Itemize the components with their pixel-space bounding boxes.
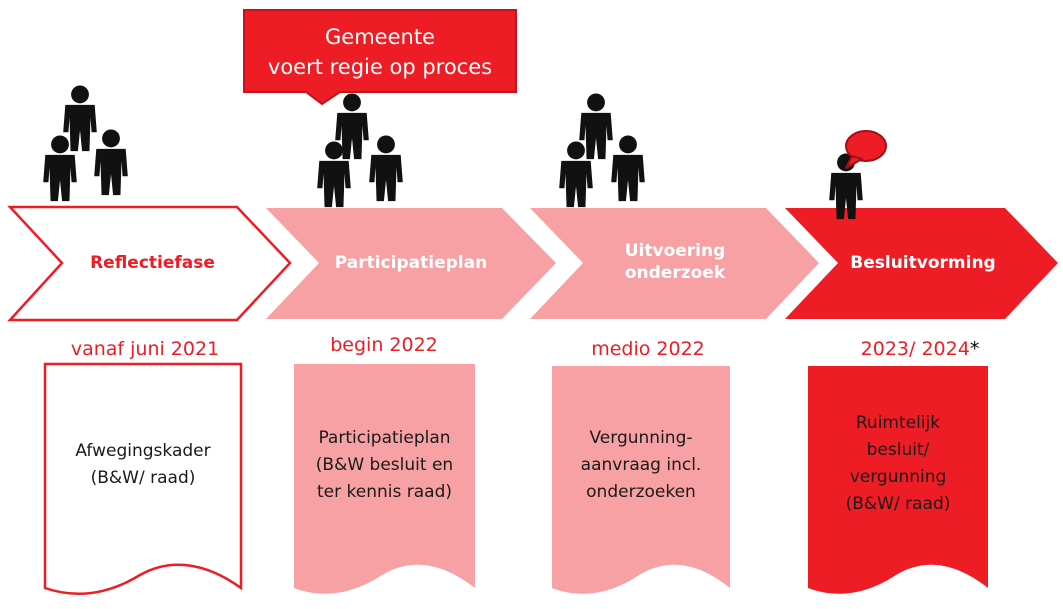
date-text: 2023/ 2024: [860, 338, 970, 360]
date-participatieplan: begin 2022: [294, 334, 474, 356]
document-text-participatieplan: Participatieplan (B&W besluit en ter ken…: [294, 425, 475, 506]
document-line: ter kennis raad): [317, 482, 452, 502]
people-group-reflectiefase: [43, 85, 128, 202]
document-line: Ruimtelijk: [855, 413, 941, 433]
person-icon: [611, 135, 645, 202]
callout-box: [243, 9, 517, 106]
people-group-uitvoering: [559, 93, 645, 208]
date-footnote-mark: *: [969, 338, 980, 360]
document-line: Vergunning-: [589, 428, 693, 448]
phase-label-uitvoering: Uitvoering onderzoek: [580, 240, 770, 284]
document-vergunningaanvraag: [552, 366, 730, 594]
document-line: (B&W/ raad): [845, 494, 951, 514]
document-text-vergunningaanvraag: Vergunning- aanvraag incl. onderzoeken: [552, 425, 730, 506]
document-afwegingskader: [43, 362, 243, 595]
callout-line-2: voert regie op proces: [267, 55, 493, 79]
person-icon: [369, 135, 403, 202]
phase-label-besluitvorming: Besluitvorming: [850, 253, 996, 273]
phase-label-participatieplan: Participatieplan: [334, 253, 488, 273]
document-line: (B&W/ raad): [90, 468, 196, 488]
document-line: onderzoeken: [586, 482, 696, 502]
date-text: begin 2022: [330, 334, 438, 356]
date-besluitvorming: 2023/ 2024*: [820, 338, 1020, 360]
document-line: Participatieplan: [318, 428, 451, 448]
document-line: aanvraag incl.: [580, 455, 702, 475]
chevron-uitvoering-onderzoek: [530, 208, 819, 319]
document-participatieplan: [294, 364, 475, 594]
document-text-afwegingskader: Afwegingskader (B&W/ raad): [45, 438, 241, 492]
document-line: besluit/: [866, 440, 930, 460]
callout-line-1: Gemeente: [325, 25, 435, 49]
document-line: Afwegingskader: [75, 441, 211, 461]
date-text: medio 2022: [591, 338, 705, 360]
people-group-besluitvorming: [829, 130, 887, 220]
person-icon: [94, 129, 128, 196]
phase-label-line: onderzoek: [624, 263, 726, 283]
document-line: vergunning: [849, 467, 947, 487]
date-text: vanaf juni 2021: [70, 338, 220, 360]
chevron-reflectiefase: [7, 205, 292, 322]
date-reflectiefase: vanaf juni 2021: [45, 338, 245, 360]
document-text-ruimtelijk-besluit: Ruimtelijk besluit/ vergunning (B&W/ raa…: [808, 410, 988, 518]
chevron-participatieplan: [266, 208, 556, 319]
people-group-participatieplan: [317, 93, 403, 208]
phase-label-line: Uitvoering: [624, 241, 726, 261]
date-uitvoering: medio 2022: [558, 338, 738, 360]
document-ruimtelijk-besluit: [808, 366, 988, 594]
document-line: (B&W besluit en: [315, 455, 454, 475]
phase-label-reflectiefase: Reflectiefase: [90, 253, 215, 273]
speech-bubble-icon: [845, 130, 887, 169]
callout-text: Gemeente voert regie op proces: [244, 22, 516, 82]
chevron-besluitvorming: [785, 208, 1058, 319]
